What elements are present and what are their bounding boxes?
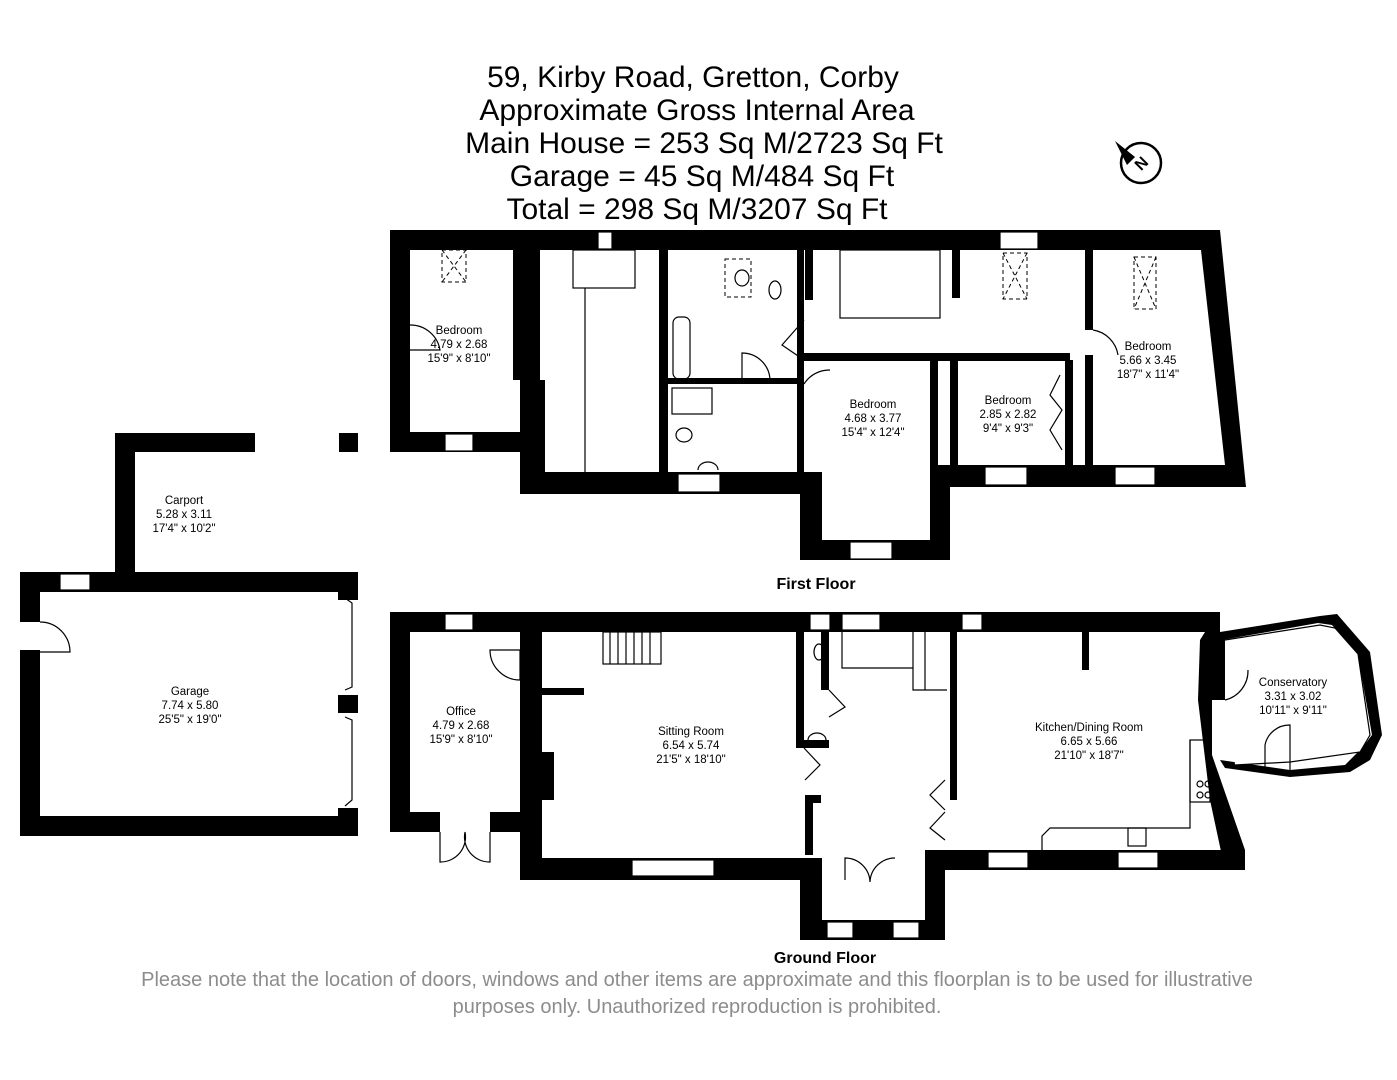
room-label: Bedroom 5.66 x 3.45 18'7" x 11'4" (1117, 341, 1179, 381)
svg-text:5.28 x 3.11: 5.28 x 3.11 (156, 509, 212, 521)
svg-text:21'10" x 18'7": 21'10" x 18'7" (1054, 750, 1123, 762)
svg-text:18'7" x 11'4": 18'7" x 11'4" (1117, 369, 1179, 381)
svg-text:Bedroom: Bedroom (985, 395, 1032, 407)
svg-text:Please note that the location: Please note that the location of doors, … (141, 969, 1253, 991)
svg-text:Bedroom: Bedroom (850, 399, 897, 411)
address: 59, Kirby Road, Gretton, Corby (487, 61, 899, 94)
svg-text:Conservatory: Conservatory (1259, 677, 1328, 689)
svg-text:4.79 x 2.68: 4.79 x 2.68 (431, 339, 488, 351)
svg-text:10'11" x 9'11": 10'11" x 9'11" (1259, 705, 1327, 717)
north-arrow-icon: N (1115, 141, 1163, 185)
first-floor-label: First Floor (776, 576, 855, 593)
svg-text:3.31 x 3.02: 3.31 x 3.02 (1265, 691, 1322, 703)
room-label: Garage 7.74 x 5.80 25'5" x 19'0" (158, 686, 221, 726)
svg-text:4.79 x 2.68: 4.79 x 2.68 (433, 720, 490, 732)
svg-text:5.66 x 3.45: 5.66 x 3.45 (1120, 355, 1177, 367)
conservatory-plan (1220, 614, 1382, 777)
svg-text:25'5" x 19'0": 25'5" x 19'0" (158, 714, 221, 726)
svg-text:7.74 x 5.80: 7.74 x 5.80 (162, 700, 219, 712)
ground-floor-label: Ground Floor (774, 950, 876, 967)
ground-floor-labels: Office 4.79 x 2.68 15'9" x 8'10" Sitting… (429, 677, 1327, 967)
total-area: Total = 298 Sq M/3207 Sq Ft (506, 193, 888, 226)
svg-text:purposes only. Unauthorized re: purposes only. Unauthorized reproduction… (453, 996, 942, 1018)
svg-text:Bedroom: Bedroom (1125, 341, 1172, 353)
area-subtitle: Approximate Gross Internal Area (479, 94, 915, 127)
room-label: Sitting Room 6.54 x 5.74 21'5" x 18'10" (656, 726, 725, 766)
room-label: Bedroom 4.79 x 2.68 15'9" x 8'10" (427, 325, 490, 365)
svg-text:6.65 x 5.66: 6.65 x 5.66 (1061, 736, 1118, 748)
svg-text:4.68 x 3.77: 4.68 x 3.77 (845, 413, 902, 425)
garage-labels: Carport 5.28 x 3.11 17'4" x 10'2" Garage… (152, 495, 221, 726)
svg-text:15'4" x 12'4": 15'4" x 12'4" (841, 427, 904, 439)
svg-text:15'9" x 8'10": 15'9" x 8'10" (427, 353, 490, 365)
svg-text:Sitting Room: Sitting Room (658, 726, 724, 738)
svg-text:Office: Office (446, 706, 476, 718)
svg-text:Carport: Carport (165, 495, 204, 507)
title-block: 59, Kirby Road, Gretton, Corby Approxima… (465, 61, 943, 226)
ground-floor-plan (390, 612, 1245, 940)
svg-text:15'9" x 8'10": 15'9" x 8'10" (429, 734, 492, 746)
main-house-area: Main House = 253 Sq M/2723 Sq Ft (465, 127, 943, 160)
svg-text:Kitchen/Dining Room: Kitchen/Dining Room (1035, 722, 1143, 734)
svg-text:Bedroom: Bedroom (436, 325, 483, 337)
room-label: Office 4.79 x 2.68 15'9" x 8'10" (429, 706, 492, 746)
garage-area: Garage = 45 Sq M/484 Sq Ft (510, 160, 895, 193)
svg-text:6.54 x 5.74: 6.54 x 5.74 (663, 740, 721, 752)
svg-text:2.85 x 2.82: 2.85 x 2.82 (980, 409, 1037, 421)
garage-plan (20, 433, 358, 836)
first-floor-plan (390, 230, 1246, 560)
svg-text:21'5" x 18'10": 21'5" x 18'10" (656, 754, 725, 766)
room-label: Conservatory 3.31 x 3.02 10'11" x 9'11" (1259, 677, 1328, 717)
disclaimer: Please note that the location of doors, … (141, 969, 1253, 1018)
room-label: Bedroom 4.68 x 3.77 15'4" x 12'4" (841, 399, 904, 439)
first-floor-labels: Bedroom 4.79 x 2.68 15'9" x 8'10" Bedroo… (427, 325, 1179, 593)
svg-text:9'4" x 9'3": 9'4" x 9'3" (983, 423, 1033, 435)
room-label: Bedroom 2.85 x 2.82 9'4" x 9'3" (980, 395, 1037, 435)
room-label: Kitchen/Dining Room 6.65 x 5.66 21'10" x… (1035, 722, 1143, 762)
room-label: Carport 5.28 x 3.11 17'4" x 10'2" (152, 495, 215, 535)
svg-text:Garage: Garage (171, 686, 209, 698)
svg-text:17'4" x 10'2": 17'4" x 10'2" (152, 523, 215, 535)
